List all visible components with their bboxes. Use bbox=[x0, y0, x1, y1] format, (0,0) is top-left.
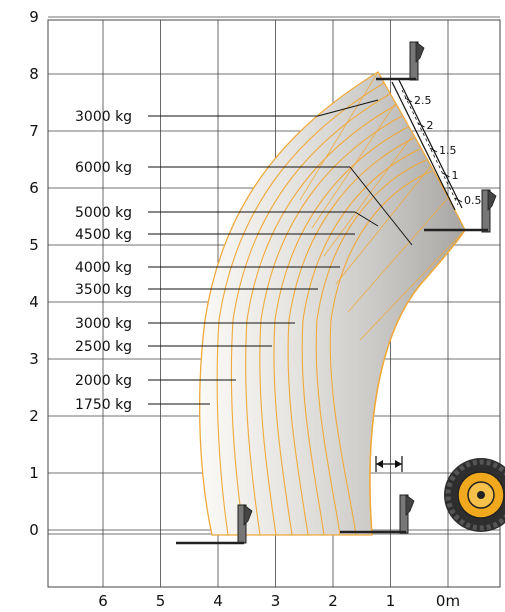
ground-fork-near-icon bbox=[340, 494, 415, 534]
y-axis-tick-label: 2 bbox=[29, 407, 39, 425]
y-axis-tick-label: 5 bbox=[29, 236, 39, 254]
envelope-arc bbox=[301, 148, 421, 536]
y-axis-tick-label: 1 bbox=[29, 464, 39, 482]
load-zone-label: 6000 kg bbox=[75, 160, 132, 176]
upper-fork-icon bbox=[376, 41, 425, 81]
envelope-inner-boundary bbox=[369, 229, 466, 536]
x-axis-tick-label: 1 bbox=[386, 592, 396, 610]
extension-tick bbox=[417, 122, 425, 128]
extension-tick bbox=[442, 172, 450, 178]
x-axis-tick-label: 5 bbox=[156, 592, 166, 610]
envelope-arc bbox=[216, 82, 385, 536]
load-zone-label: 2500 kg bbox=[75, 339, 132, 355]
load-zone-label: 3000 kg bbox=[75, 109, 132, 125]
grid-frame bbox=[47, 19, 501, 588]
x-axis-tick-label: 3 bbox=[271, 592, 281, 610]
load-leader-line bbox=[317, 99, 379, 117]
load-zone-label: 3000 kg bbox=[75, 316, 132, 332]
x-axis-tick-label: 2 bbox=[328, 592, 338, 610]
front-wheel-icon bbox=[444, 458, 505, 532]
extension-tick bbox=[454, 197, 463, 203]
envelope-radial bbox=[359, 229, 466, 341]
envelope-arc bbox=[287, 137, 415, 536]
y-axis-tick-label: 6 bbox=[29, 179, 39, 197]
envelope-radial bbox=[335, 166, 431, 285]
y-axis-tick-label: 4 bbox=[29, 293, 39, 311]
envelope-arc bbox=[230, 93, 391, 536]
y-axis-tick-label: 3 bbox=[29, 350, 39, 368]
y-axis-tick-label: 7 bbox=[29, 122, 39, 140]
extension-mark-label: 2.5 bbox=[414, 94, 432, 107]
load-envelope bbox=[199, 71, 466, 536]
extension-tick bbox=[429, 147, 438, 153]
y-axis-labels: 0 1 2 3 4 5 6 7 8 9 bbox=[29, 8, 39, 539]
extension-mark-label: 1 bbox=[452, 169, 459, 182]
envelope-arcs bbox=[216, 71, 466, 536]
load-labels: 3000 kg 6000 kg 5000 kg 4500 kg 4000 kg 3500 … bbox=[75, 99, 413, 413]
load-leader-line bbox=[349, 166, 413, 246]
envelope-outer-boundary bbox=[199, 71, 466, 536]
offset-arrow-icon bbox=[375, 456, 403, 472]
y-axis-tick-label: 8 bbox=[29, 65, 39, 83]
extension-mark-label: 0.5 bbox=[464, 194, 482, 207]
y-axis-tick-label: 9 bbox=[29, 8, 39, 26]
y-axis-tick-label: 0 bbox=[29, 521, 39, 539]
x-axis-tick-label: 4 bbox=[213, 592, 223, 610]
envelope-radial bbox=[323, 134, 414, 257]
ground-fork-far-icon bbox=[176, 504, 253, 545]
forward-fork-icon bbox=[424, 189, 497, 233]
envelope-arc bbox=[329, 170, 433, 536]
envelope-radial bbox=[347, 198, 448, 313]
load-zone-label: 4500 kg bbox=[75, 227, 132, 243]
load-zone-label: 1750 kg bbox=[75, 397, 132, 413]
load-zone-label: 3500 kg bbox=[75, 282, 132, 298]
x-axis-labels: 6 5 4 3 2 1 0m bbox=[98, 592, 460, 610]
extension-mark-label: 2 bbox=[427, 119, 434, 132]
envelope-radial bbox=[311, 103, 396, 229]
load-zone-label: 5000 kg bbox=[75, 205, 132, 221]
envelope-arc bbox=[315, 159, 427, 536]
load-zone-label: 4000 kg bbox=[75, 260, 132, 276]
extension-mark-label: 1.5 bbox=[439, 144, 457, 157]
load-leader-line bbox=[354, 211, 379, 227]
x-axis-tick-label: 0m bbox=[436, 592, 460, 610]
boom-extension-scale: 2.5 2 1.5 1 0.5 bbox=[391, 79, 482, 211]
load-zone-label: 2000 kg bbox=[75, 373, 132, 389]
envelope-arc bbox=[245, 104, 397, 536]
extension-tick bbox=[404, 97, 413, 103]
envelope-arc bbox=[259, 115, 403, 536]
x-axis-tick-label: 6 bbox=[98, 592, 108, 610]
envelope-radial bbox=[299, 71, 379, 201]
